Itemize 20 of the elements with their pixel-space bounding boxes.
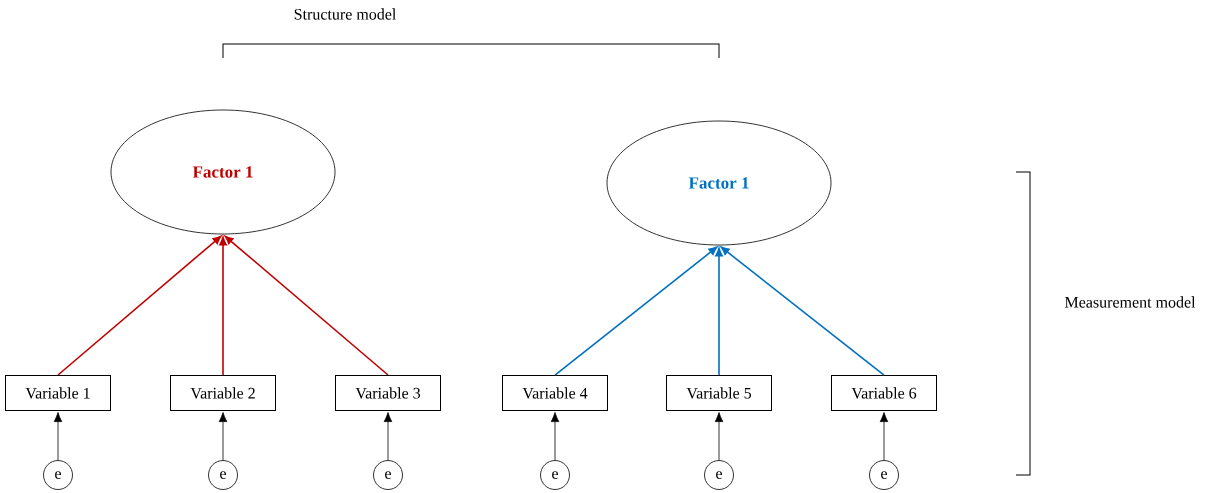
variable-box: Variable 4	[502, 375, 608, 411]
arrow	[218, 412, 228, 461]
arrow	[550, 412, 560, 461]
variable-box: Variable 3	[335, 375, 441, 411]
arrow	[57, 235, 222, 376]
arrow	[224, 235, 389, 376]
arrow	[720, 246, 885, 376]
arrow	[554, 246, 718, 376]
variable-box: Variable 2	[170, 375, 276, 411]
variable-box: Variable 6	[831, 375, 937, 411]
variable-box: Variable 5	[666, 375, 772, 411]
arrow	[383, 412, 393, 461]
arrow	[219, 236, 227, 376]
variable-box: Variable 1	[5, 375, 111, 411]
arrow	[714, 412, 724, 461]
arrow	[53, 412, 63, 461]
arrow	[879, 412, 889, 461]
section-label: Structure model	[294, 8, 396, 20]
arrow	[715, 247, 723, 376]
section-label: Measurement model	[1064, 296, 1196, 308]
